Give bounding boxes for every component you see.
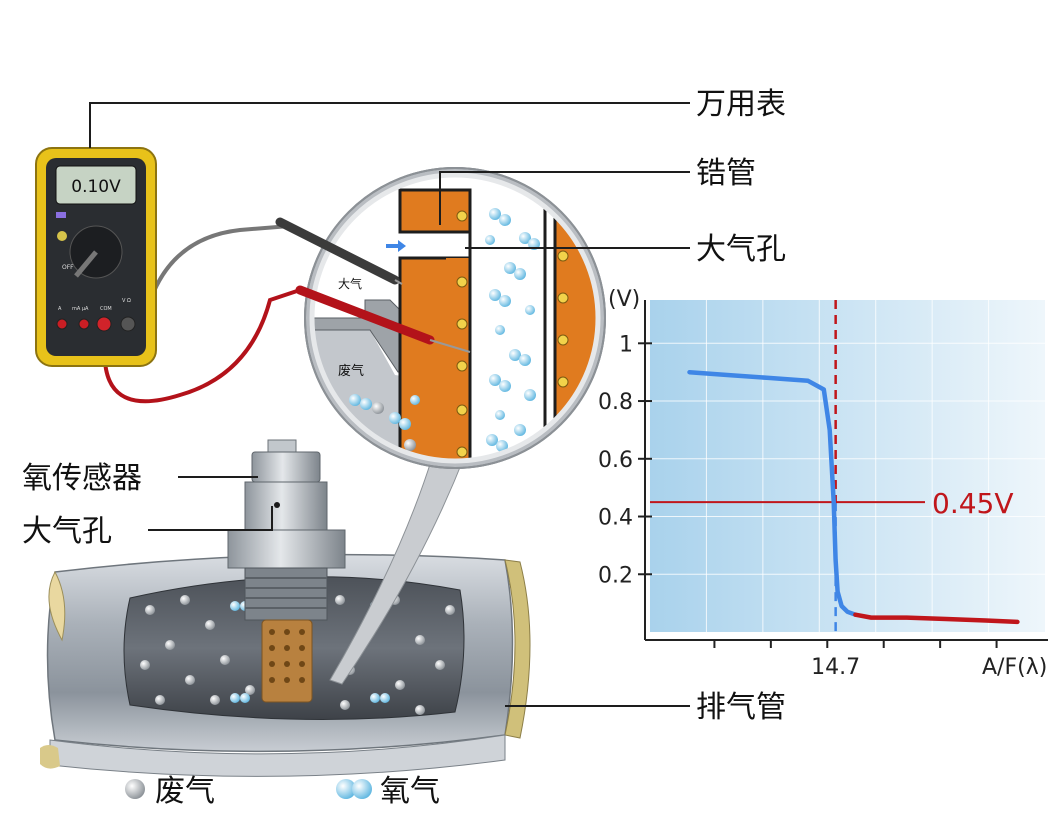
a-label: A (58, 306, 62, 312)
voltage-af-chart: 0.2 0.4 0.6 0.8 1 14.7 (V) A/F(λ) 0.45V (598, 287, 1048, 680)
oxygen-sensor (227, 439, 346, 703)
oxygen-legend-icon (336, 779, 356, 799)
ma-label: mA μA (72, 306, 89, 312)
legend-exhaust-gas: 废气 (155, 774, 215, 809)
label-exhaust-pipe: 排气管 (696, 690, 786, 725)
series-line-red (853, 612, 1020, 625)
y-tick-label: 0.4 (598, 506, 633, 531)
magnifier-view: 大气 废气 (304, 167, 606, 469)
chart-grid (650, 300, 1045, 632)
off-label: OFF (62, 264, 74, 271)
air-label: 大气 (338, 276, 362, 291)
air-flow-arrow-icon (386, 240, 406, 252)
threshold-label: 0.45V (932, 487, 1014, 520)
magnifier-tail (329, 454, 466, 685)
y-axis-label: (V) (608, 287, 640, 312)
y-tick-label: 0.2 (598, 563, 633, 588)
sensor-vent-hole (274, 502, 280, 508)
chart-plot-area (650, 300, 1045, 632)
series-line-blue (687, 369, 858, 617)
label-vent-hole-bottom: 大气孔 (22, 514, 112, 549)
y-tick-label: 0.6 (598, 448, 633, 473)
ma-jack[interactable] (78, 318, 90, 330)
x-axis-label: A/F(λ) (982, 655, 1047, 680)
label-vent-hole-top: 大气孔 (696, 232, 786, 267)
multimeter: 0.10V OFF A mA μA COM V Ω (35, 147, 157, 367)
exhaust-label: 废气 (338, 363, 364, 379)
v-jack[interactable] (120, 316, 136, 332)
y-tick-label: 0.8 (598, 390, 633, 415)
y-ticks: 0.2 0.4 0.6 0.8 1 (598, 332, 652, 588)
com-label: COM (100, 306, 112, 312)
meter-reading: 0.10V (71, 177, 121, 197)
x-tick-label: 14.7 (811, 655, 860, 680)
legend-oxygen: 氧气 (380, 774, 440, 809)
a-jack[interactable] (56, 318, 68, 330)
com-jack[interactable] (96, 316, 112, 332)
exhaust-gas-legend-icon (125, 779, 145, 799)
label-oxygen-sensor: 氧传感器 (22, 461, 142, 496)
y-tick-label: 1 (619, 332, 633, 357)
x-ticks: 14.7 (713, 640, 998, 680)
label-multimeter: 万用表 (696, 87, 786, 122)
chart-series (650, 300, 1020, 632)
v-label: V Ω (122, 298, 131, 304)
label-leaders (89, 102, 690, 707)
label-zirconia-tube: 锆管 (696, 156, 756, 191)
legend: 废气 氧气 (125, 774, 440, 809)
